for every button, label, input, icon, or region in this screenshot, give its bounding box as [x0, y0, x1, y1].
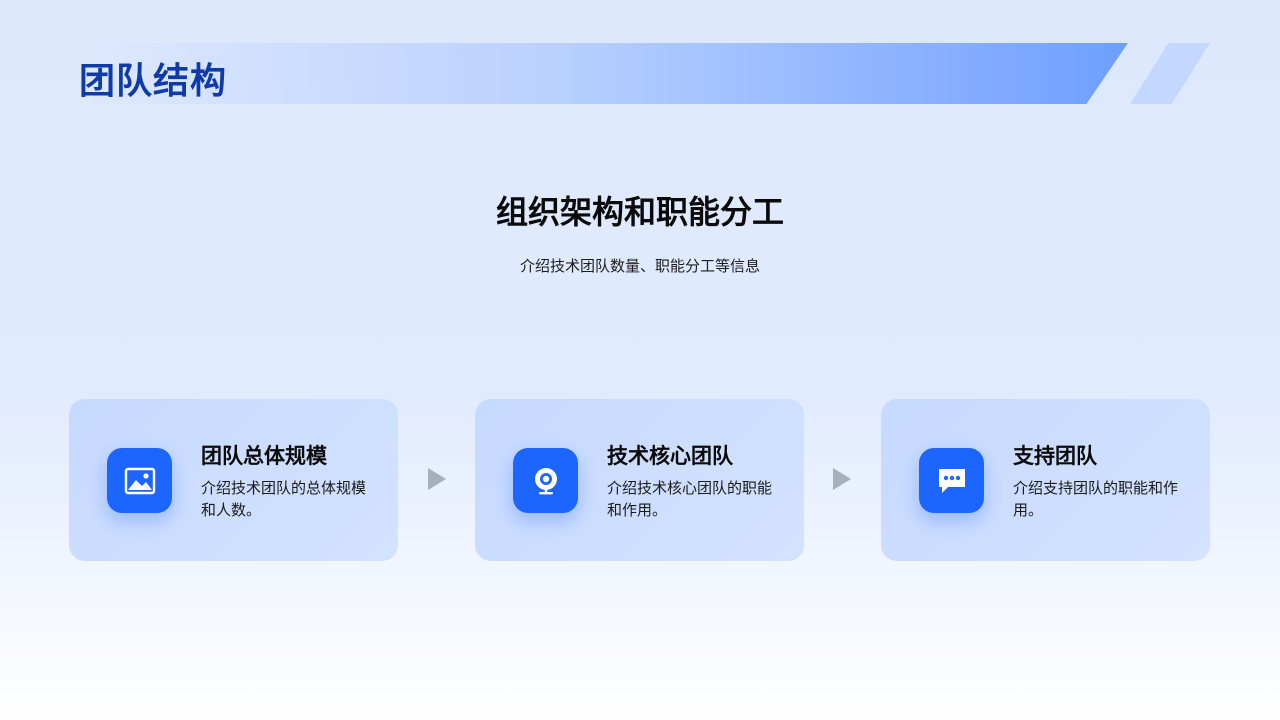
card-description: 介绍技术核心团队的职能和作用。 [607, 479, 773, 519]
chat-bubble-icon [919, 448, 984, 513]
header-banner [88, 43, 1128, 104]
image-icon [107, 448, 172, 513]
card-team-size: 团队总体规模 介绍技术团队的总体规模和人数。 [69, 399, 398, 561]
card-title: 技术核心团队 [607, 444, 733, 468]
card-support-team: 支持团队 介绍支持团队的职能和作用。 [881, 399, 1210, 561]
section-subtitle: 介绍技术团队数量、职能分工等信息 [519, 257, 760, 275]
arrow-right-icon [428, 468, 446, 490]
card-description: 介绍支持团队的职能和作用。 [1013, 479, 1179, 519]
arrow-right-icon [833, 468, 851, 490]
section-heading: 组织架构和职能分工 [495, 193, 784, 231]
page-title: 团队结构 [79, 61, 228, 102]
card-title: 支持团队 [1013, 444, 1097, 468]
card-description: 介绍技术团队的总体规模和人数。 [201, 479, 367, 519]
webcam-icon [513, 448, 578, 513]
header-slash-decoration [1130, 43, 1210, 104]
card-core-team: 技术核心团队 介绍技术核心团队的职能和作用。 [475, 399, 804, 561]
card-title: 团队总体规模 [201, 444, 327, 468]
